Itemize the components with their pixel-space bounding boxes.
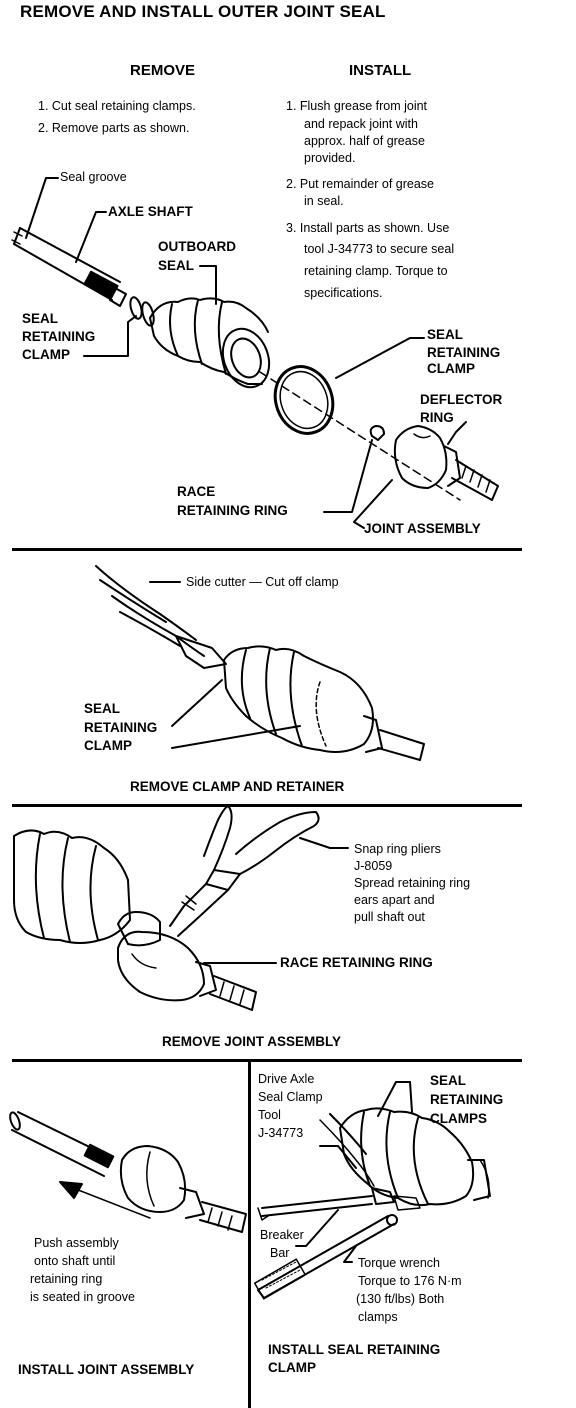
seal-boot-panel3: [13, 829, 131, 944]
vertical-divider: [248, 1062, 251, 1408]
tool-label-line-3: Tool: [258, 1108, 281, 1122]
install-step-3-line-1: 3. Install parts as shown. Use: [286, 221, 450, 235]
right-clamp-leader: [335, 337, 425, 379]
panel5-caption-line-1: INSTALL SEAL RETAINING: [268, 1342, 441, 1357]
panel3-leaders: [203, 837, 349, 964]
torque-wrench-line-1: Torque wrench: [358, 1256, 440, 1270]
snap-ring-pliers-line-4: ears apart and: [354, 893, 435, 907]
diagram-title: REMOVE AND INSTALL OUTER JOINT SEAL: [20, 2, 386, 21]
panel3-caption: REMOVE JOINT ASSEMBLY: [162, 1034, 342, 1049]
race-ring-small-drawing: [369, 425, 385, 441]
right-clamp-label-line-1: SEAL: [427, 327, 464, 342]
install-step-1-line-4: provided.: [304, 151, 356, 165]
remove-step-2: 2. Remove parts as shown.: [38, 121, 190, 135]
remove-step-1: 1. Cut seal retaining clamps.: [38, 99, 196, 113]
retaining-clamp-ring-drawing: [273, 365, 335, 435]
race-retaining-ring-label-line-2: RETAINING RING: [177, 503, 288, 518]
install-step-1-line-1: 1. Flush grease from joint: [286, 99, 428, 113]
left-clamp-label-line-1: SEAL: [22, 311, 59, 326]
axle-shaft-drawing: [11, 227, 127, 307]
panel5-caption-line-2: CLAMP: [268, 1360, 316, 1375]
install-step-3-line-2: tool J-34773 to secure seal: [304, 242, 455, 256]
divider-3: [12, 1059, 522, 1062]
joint-assembly-leader: [353, 479, 393, 529]
right-clamp-label-line-3: CLAMP: [427, 361, 475, 376]
left-clamp-leader: [83, 315, 137, 357]
outboard-seal-label-line-2: SEAL: [158, 258, 195, 273]
snap-ring-pliers-drawing: [169, 805, 320, 937]
panel2-clamp-label-line-1: SEAL: [84, 701, 121, 716]
race-retaining-ring-label-line-1: RACE: [177, 484, 216, 499]
panel2-caption: REMOVE CLAMP AND RETAINER: [130, 779, 345, 794]
push-text-line-4: is seated in groove: [30, 1290, 135, 1304]
install-step-2-line-2: in seal.: [304, 194, 344, 208]
panel5-leaders: [295, 1081, 413, 1263]
deflector-leader: [447, 421, 467, 445]
seal-clamps-label-line-3: CLAMPS: [430, 1111, 487, 1126]
seal-and-joint-panel2: [223, 645, 425, 761]
deflector-ring-label-line-2: RING: [420, 410, 454, 425]
side-cutter-drawing: [95, 565, 227, 669]
install-step-3-line-3: retaining clamp. Torque to: [304, 264, 448, 278]
side-cutter-label: Side cutter — Cut off clamp: [186, 575, 339, 589]
joint-panel3: [117, 911, 257, 1011]
torque-wrench-line-3: (130 ft/lbs) Both: [356, 1292, 445, 1306]
joint-assembly-drawing: [393, 425, 499, 501]
joint-assembly-label: JOINT ASSEMBLY: [364, 521, 481, 536]
panel2-clamp-label-line-3: CLAMP: [84, 738, 132, 753]
snap-ring-pliers-line-2: J-8059: [354, 859, 393, 873]
torque-wrench-line-4: clamps: [358, 1310, 398, 1324]
divider-1: [12, 548, 522, 551]
joint-panel4: [119, 1145, 247, 1233]
right-clamp-label-line-2: RETAINING: [427, 345, 501, 360]
snap-ring-pliers-line-1: Snap ring pliers: [354, 842, 441, 856]
panel4-caption: INSTALL JOINT ASSEMBLY: [18, 1362, 195, 1377]
torque-wrench-drawing: [253, 1214, 398, 1300]
shaft-panel4: [9, 1111, 115, 1177]
dash-center-line: [259, 371, 461, 501]
push-text-line-3: retaining ring: [30, 1272, 103, 1286]
panel2-clamp-leaders: [171, 679, 301, 749]
breaker-bar-line-1: Breaker: [260, 1228, 304, 1242]
axle-shaft-leader: [75, 211, 107, 263]
seal-groove-leader: [25, 177, 59, 239]
push-text-line-1: Push assembly: [34, 1236, 119, 1250]
deflector-ring-label-line-1: DEFLECTOR: [420, 392, 503, 407]
seal-clamps-label-line-1: SEAL: [430, 1073, 467, 1088]
push-direction-arrow: [59, 1181, 151, 1219]
outboard-seal-label-line-1: OUTBOARD: [158, 239, 236, 254]
race-ring-leader: [323, 439, 373, 513]
snap-ring-pliers-line-3: Spread retaining ring: [354, 876, 471, 890]
seal-groove-label: Seal groove: [60, 170, 127, 184]
panel2-clamp-label-line-2: RETAINING: [84, 720, 158, 735]
tool-label-line-4: J-34773: [258, 1126, 304, 1140]
panel3-race-ring-label: RACE RETAINING RING: [280, 955, 433, 970]
left-clamp-label-line-2: RETAINING: [22, 329, 96, 344]
install-heading: INSTALL: [349, 62, 412, 79]
tool-label-line-2: Seal Clamp: [258, 1090, 323, 1104]
install-step-1-line-2: and repack joint with: [304, 117, 418, 131]
outboard-seal-drawing: [149, 297, 271, 389]
tool-label-line-1: Drive Axle: [258, 1072, 315, 1086]
left-clamp-label-line-3: CLAMP: [22, 347, 70, 362]
axle-shaft-label: AXLE SHAFT: [108, 204, 193, 219]
drive-axle-clamp-tool: [319, 1113, 421, 1211]
outboard-seal-leader: [199, 265, 217, 305]
push-text-line-2: onto shaft until: [34, 1254, 116, 1268]
seal-joint-panel5: [339, 1107, 491, 1207]
remove-heading: REMOVE: [130, 62, 196, 79]
breaker-bar-line-2: Bar: [270, 1246, 290, 1260]
divider-2: [12, 804, 522, 807]
seal-clamps-label-line-2: RETAINING: [430, 1092, 504, 1107]
install-step-2-line-1: 2. Put remainder of grease: [286, 177, 434, 191]
torque-wrench-line-2: Torque to 176 N·m: [358, 1274, 462, 1288]
breaker-bar-drawing: [257, 1195, 373, 1221]
install-step-3-line-4: specifications.: [304, 286, 383, 300]
install-step-1-line-3: approx. half of grease: [304, 134, 425, 148]
snap-ring-pliers-line-5: pull shaft out: [354, 910, 425, 924]
